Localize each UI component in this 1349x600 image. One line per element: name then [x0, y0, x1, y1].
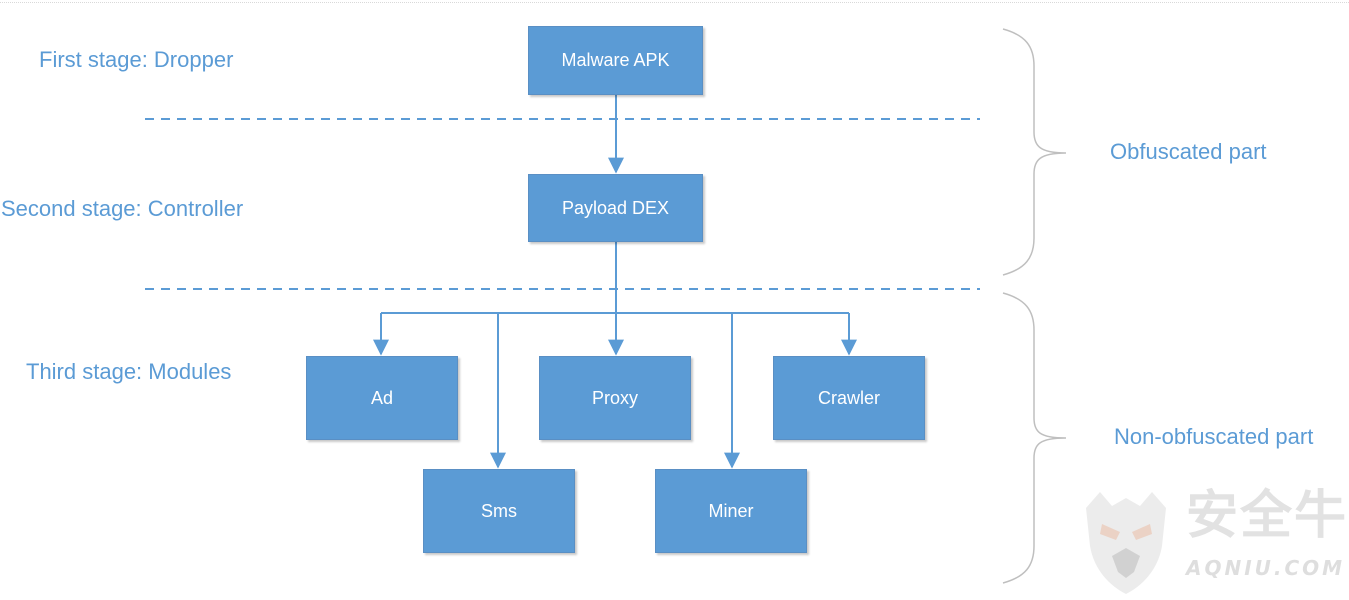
watermark-english-text: AQNIU.COM — [1186, 556, 1346, 580]
shield-mask-icon — [1086, 492, 1166, 594]
obfuscated-part-label: Obfuscated part — [1110, 139, 1267, 164]
node-proxy: Proxy — [539, 356, 691, 440]
node-payload-dex: Payload DEX — [528, 174, 703, 242]
top-border-line — [0, 2, 1349, 3]
node-miner: Miner — [655, 469, 807, 553]
stage-label-second: Second stage: Controller — [1, 196, 244, 221]
node-ad: Ad — [306, 356, 458, 440]
non-obfuscated-brace — [1002, 292, 1067, 584]
watermark: 安全牛 AQNIU.COM — [1076, 486, 1346, 596]
node-malware-apk: Malware APK — [528, 26, 703, 95]
node-crawler: Crawler — [773, 356, 925, 440]
non-obfuscated-part-label: Non-obfuscated part — [1114, 424, 1314, 449]
node-sms: Sms — [423, 469, 575, 553]
watermark-chinese-text: 安全牛 — [1186, 486, 1349, 546]
stage-label-third: Third stage: Modules — [26, 359, 232, 384]
stage-label-first: First stage: Dropper — [39, 47, 234, 72]
obfuscated-brace — [1002, 28, 1067, 276]
